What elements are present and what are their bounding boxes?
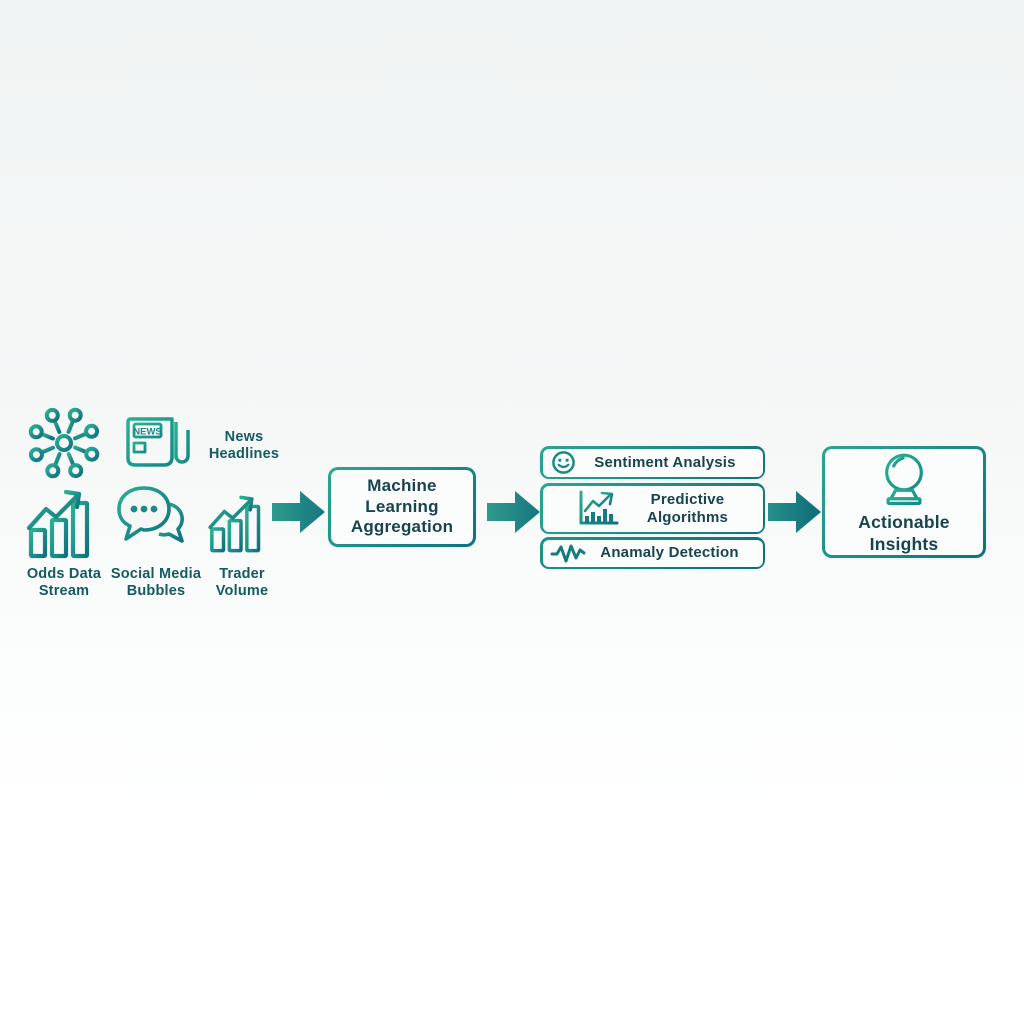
sentiment-analysis-label: Sentiment Analysis [594, 453, 736, 471]
module-sentiment-analysis: Sentiment Analysis [540, 446, 765, 479]
flow-arrow-icon [487, 491, 540, 533]
ml-aggregation-label: Machine Learning Aggregation [350, 476, 454, 537]
newspaper-icon: NEWS [126, 417, 190, 467]
trader-volume-icon [208, 495, 261, 553]
module-anomaly-detection: Anamaly Detection [540, 537, 765, 569]
module-predictive-algorithms: Predictive Algorithms [540, 483, 765, 534]
actionable-insights-box: Actionable Insights [822, 446, 986, 558]
trader-volume-label: Trader Volume [215, 566, 269, 600]
anomaly-detection-label: Anamaly Detection [600, 544, 739, 562]
growth-chart-icon [579, 490, 618, 524]
network-hub-icon [28, 407, 100, 479]
chat-bubbles-icon [117, 486, 184, 543]
crystal-ball-icon [885, 453, 923, 505]
ml-aggregation-box: Machine Learning Aggregation [328, 467, 476, 547]
social-media-bubbles-label: Social Media Bubbles [110, 566, 202, 600]
predictive-algorithms-label: Predictive Algorithms [646, 491, 729, 526]
flow-arrow-icon [272, 491, 325, 533]
smiley-face-icon [551, 451, 575, 474]
newspaper-icon-text: NEWS [133, 427, 162, 438]
odds-data-stream-label: Odds Data Stream [26, 566, 102, 600]
news-headlines-label: News Headlines [208, 429, 280, 463]
actionable-insights-label: Actionable Insights [858, 511, 950, 554]
odds-chart-icon [26, 489, 90, 559]
flow-arrow-icon [768, 491, 821, 533]
waveform-icon [550, 544, 585, 563]
